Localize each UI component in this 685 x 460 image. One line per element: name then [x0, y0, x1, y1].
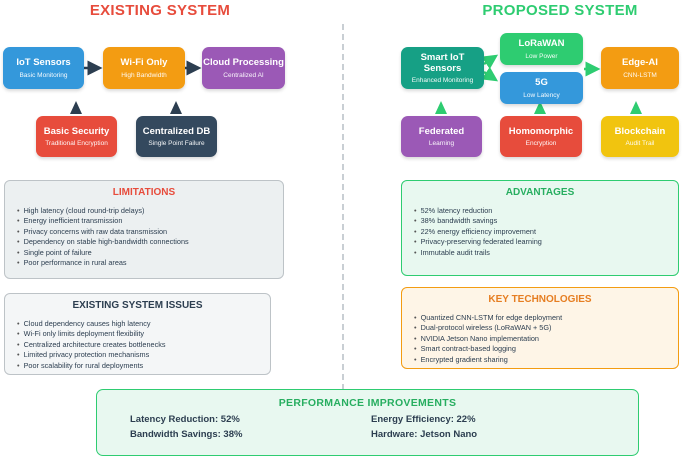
node-subtitle: Enhanced Monitoring: [411, 77, 474, 85]
node-edge-ai: Edge-AI CNN-LSTM: [601, 47, 679, 89]
list-item: Dependency on stable high-bandwidth conn…: [17, 237, 283, 247]
list-item: NVIDIA Jetson Nano implementation: [414, 334, 678, 344]
node-title: Smart IoT Sensors: [420, 51, 465, 74]
performance-title: PERFORMANCE IMPROVEMENTS: [278, 397, 457, 409]
list-item: Poor performance in rural areas: [17, 258, 283, 268]
node-basic-security: Basic Security Traditional Encryption: [36, 116, 117, 157]
node-smart-iot-sensors: Smart IoT Sensors Enhanced Monitoring: [401, 47, 484, 89]
list-item: Single point of failure: [17, 248, 283, 258]
section-divider: [342, 24, 344, 450]
list-item: High latency (cloud round-trip delays): [17, 206, 283, 216]
node-subtitle: Encryption: [525, 140, 557, 148]
list-item: Cloud dependency causes high latency: [17, 319, 270, 329]
node-subtitle: CNN-LSTM: [623, 71, 657, 79]
node-centralized-db: Centralized DB Single Point Failure: [136, 116, 217, 157]
arrow-smart-to-5g: [481, 66, 499, 82]
node-title: Federated: [418, 125, 465, 137]
node-title: IoT Sensors: [16, 57, 71, 69]
list-item: Quantized CNN-LSTM for edge deployment: [414, 313, 678, 323]
limitations-list: High latency (cloud round-trip delays) E…: [17, 206, 283, 268]
node-subtitle: Single Point Failure: [148, 140, 205, 148]
arrow-smart-to-lorawan: [481, 54, 499, 70]
list-item: Privacy-preserving federated learning: [414, 237, 678, 247]
arrow-db-up: [170, 101, 182, 114]
list-item: Smart contract-based logging: [414, 344, 678, 354]
list-item: 22% energy efficiency improvement: [414, 227, 678, 237]
list-item: Immutable audit trails: [414, 248, 678, 258]
node-5g: 5G Low Latency: [500, 72, 583, 104]
node-federated-learning: Federated Learning: [401, 116, 482, 157]
node-title: Homomorphic: [508, 125, 574, 137]
advantages-title: ADVANTAGES: [505, 187, 575, 198]
advantages-panel: ADVANTAGES 52% latency reduction 38% ban…: [401, 180, 679, 276]
node-title: 5G: [535, 77, 548, 89]
node-lorawan: LoRaWAN Low Power: [500, 33, 583, 65]
node-subtitle: Low Latency: [523, 91, 560, 99]
key-technologies-panel: KEY TECHNOLOGIES Quantized CNN-LSTM for …: [401, 287, 679, 369]
list-item: Centralized architecture creates bottlen…: [17, 340, 270, 350]
node-title: Basic Security: [43, 125, 110, 137]
list-item: Privacy concerns with raw data transmiss…: [17, 227, 283, 237]
existing-system-title: EXISTING SYSTEM: [89, 2, 231, 19]
list-item: Encrypted gradient sharing: [414, 355, 678, 365]
node-cloud-processing: Cloud Processing Centralized AI: [202, 47, 285, 89]
node-homomorphic-encryption: Homomorphic Encryption: [500, 116, 582, 157]
node-title: Blockchain: [614, 125, 666, 137]
metric-latency: Latency Reduction: 52%: [130, 414, 240, 425]
advantages-list: 52% latency reduction 38% bandwidth savi…: [414, 206, 678, 258]
list-item: Dual-protocol wireless (LoRaWAN + 5G): [414, 323, 678, 333]
node-subtitle: Low Power: [525, 52, 558, 60]
list-item: Poor scalability for rural deployments: [17, 361, 270, 371]
node-title: Wi-Fi Only: [120, 57, 168, 69]
node-subtitle: Traditional Encryption: [45, 140, 108, 148]
arrow-security-up: [70, 101, 82, 114]
limitations-panel: LIMITATIONS High latency (cloud round-tr…: [4, 180, 284, 279]
metric-energy: Energy Efficiency: 22%: [371, 414, 476, 425]
node-blockchain: Blockchain Audit Trail: [601, 116, 679, 157]
performance-panel: PERFORMANCE IMPROVEMENTS Latency Reducti…: [96, 389, 639, 456]
key-technologies-list: Quantized CNN-LSTM for edge deployment D…: [414, 313, 678, 365]
existing-issues-title: EXISTING SYSTEM ISSUES: [72, 300, 203, 311]
list-item: 38% bandwidth savings: [414, 216, 678, 226]
list-item: 52% latency reduction: [414, 206, 678, 216]
node-subtitle: Learning: [428, 140, 455, 148]
node-title: Edge-AI: [622, 57, 658, 69]
arrow-federated-up: [435, 101, 447, 114]
node-subtitle: Audit Trail: [625, 140, 655, 148]
node-iot-sensors: IoT Sensors Basic Monitoring: [3, 47, 84, 89]
metric-bandwidth: Bandwidth Savings: 38%: [130, 429, 243, 440]
existing-issues-panel: EXISTING SYSTEM ISSUES Cloud dependency …: [4, 293, 271, 375]
node-title: Centralized DB: [142, 125, 211, 137]
node-title: Cloud Processing: [203, 57, 284, 69]
node-title: LoRaWAN: [518, 38, 565, 50]
node-subtitle: High Bandwidth: [121, 71, 167, 79]
limitations-title: LIMITATIONS: [112, 187, 176, 198]
metric-hardware: Hardware: Jetson Nano: [371, 429, 478, 440]
key-technologies-title: KEY TECHNOLOGIES: [488, 294, 592, 305]
existing-issues-list: Cloud dependency causes high latency Wi-…: [17, 319, 270, 371]
node-wifi-only: Wi-Fi Only High Bandwidth: [103, 47, 185, 89]
arrow-blockchain-up: [630, 101, 642, 114]
node-subtitle: Centralized AI: [223, 71, 264, 79]
list-item: Energy inefficient transmission: [17, 216, 283, 226]
list-item: Wi-Fi only limits deployment flexibility: [17, 329, 270, 339]
list-item: Limited privacy protection mechanisms: [17, 350, 270, 360]
proposed-system-title: PROPOSED SYSTEM: [482, 2, 638, 19]
node-subtitle: Basic Monitoring: [19, 71, 68, 79]
